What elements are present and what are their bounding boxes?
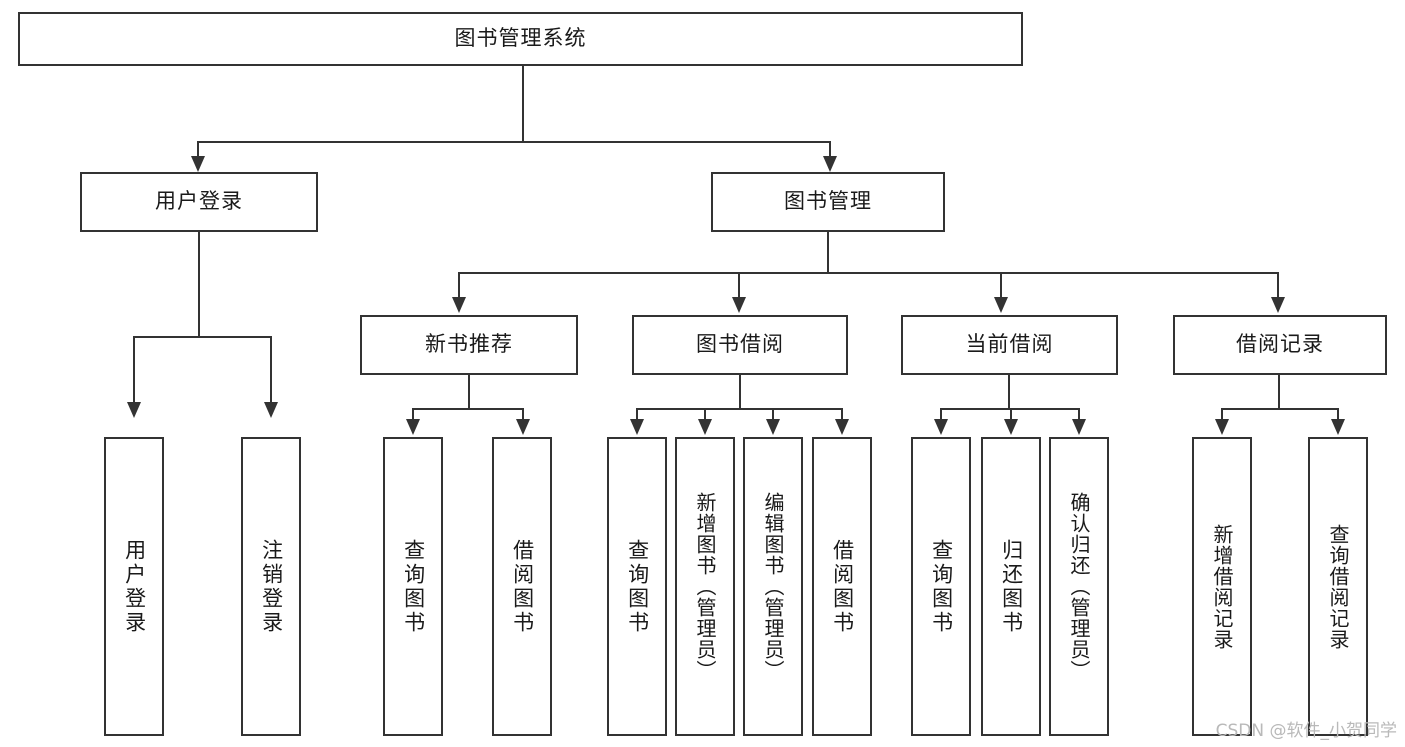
leaf-borrow-record-2[interactable]: 查询借阅记录 [1308,437,1368,736]
node-label: 新增借阅记录 [1210,523,1234,650]
node-label: 图书管理系统 [454,26,587,51]
node-label: 图书借阅 [696,332,784,357]
arrow-bb-leaf-1 [630,419,644,435]
arrow-bm-to-book-borrow [732,297,746,313]
connector-user-login-arm-2 [270,336,272,404]
connector-book-management-bar [458,272,1279,274]
connector-br-bar [1221,408,1338,410]
connector-nbr-arm-1 [412,408,414,421]
node-label: 借阅图书 [510,538,535,635]
connector-nbr-arm-2 [522,408,524,421]
arrow-br-leaf-2 [1331,419,1345,435]
node-label: 编辑图书（管理员） [761,492,785,681]
leaf-new-book-recommend-2[interactable]: 借阅图书 [492,437,552,736]
node-label: 图书管理 [784,189,872,214]
arrow-nbr-leaf-2 [516,419,530,435]
node-book-management[interactable]: 图书管理 [711,172,945,232]
connector-root-to-book-management [829,141,831,159]
connector-root-stem [522,66,524,142]
leaf-current-borrow-2[interactable]: 归还图书 [981,437,1041,736]
node-label: 查询图书 [401,538,426,635]
connector-bb-arm-1 [636,408,638,421]
connector-nbr-bar [412,408,524,410]
connector-bm-arm-4 [1277,272,1279,300]
arrow-bm-to-borrow-record [1271,297,1285,313]
node-root-book-management-system[interactable]: 图书管理系统 [18,12,1023,66]
connector-cb-arm-3 [1078,408,1080,421]
node-label: 新增图书（管理员） [693,492,717,681]
connector-br-arm-2 [1337,408,1339,421]
leaf-current-borrow-1[interactable]: 查询图书 [911,437,971,736]
node-label: 查询图书 [929,538,954,635]
node-current-borrow[interactable]: 当前借阅 [901,315,1118,375]
leaf-borrow-record-1[interactable]: 新增借阅记录 [1192,437,1252,736]
leaf-book-borrow-1[interactable]: 查询图书 [607,437,667,736]
node-label: 借阅记录 [1236,332,1324,357]
arrow-root-to-user-login [191,156,205,172]
connector-bb-bar [636,408,842,410]
node-label: 注销登录 [259,538,284,635]
node-label: 用户登录 [122,538,147,635]
watermark: CSDN @软件_小贺同学 [1215,721,1397,741]
leaf-user-login-1[interactable]: 用户登录 [104,437,164,736]
node-label: 用户登录 [155,189,243,214]
node-label: 查询图书 [625,538,650,635]
connector-nbr-stem [468,375,470,409]
node-label: 当前借阅 [965,332,1054,357]
connector-bm-arm-1 [458,272,460,300]
node-label: 借阅图书 [830,538,855,635]
arrow-bb-leaf-3 [766,419,780,435]
node-new-book-recommend[interactable]: 新书推荐 [360,315,578,375]
connector-user-login-arm-1 [133,336,135,404]
connector-user-login-stem [198,232,200,337]
connector-root-bar [197,141,831,143]
leaf-user-login-2[interactable]: 注销登录 [241,437,301,736]
arrow-user-login-leaf-2 [264,402,278,418]
connector-root-to-user-login [197,141,199,159]
connector-cb-arm-2 [1010,408,1012,421]
leaf-book-borrow-4[interactable]: 借阅图书 [812,437,872,736]
connector-bm-arm-3 [1000,272,1002,300]
arrow-br-leaf-1 [1215,419,1229,435]
node-label: 确认归还（管理员） [1067,492,1091,681]
connector-bb-arm-2 [704,408,706,421]
arrow-root-to-book-management [823,156,837,172]
connector-bb-stem [739,375,741,409]
leaf-new-book-recommend-1[interactable]: 查询图书 [383,437,443,736]
arrow-user-login-leaf-1 [127,402,141,418]
arrow-bm-to-new-book-recommend [452,297,466,313]
connector-br-stem [1278,375,1280,409]
node-user-login[interactable]: 用户登录 [80,172,318,232]
connector-cb-stem [1008,375,1010,409]
leaf-current-borrow-3[interactable]: 确认归还（管理员） [1049,437,1109,736]
connector-br-arm-1 [1221,408,1223,421]
arrow-bb-leaf-2 [698,419,712,435]
leaf-book-borrow-3[interactable]: 编辑图书（管理员） [743,437,803,736]
leaf-book-borrow-2[interactable]: 新增图书（管理员） [675,437,735,736]
node-borrow-record[interactable]: 借阅记录 [1173,315,1387,375]
arrow-bm-to-current-borrow [994,297,1008,313]
node-book-borrow[interactable]: 图书借阅 [632,315,848,375]
arrow-cb-leaf-2 [1004,419,1018,435]
arrow-cb-leaf-1 [934,419,948,435]
arrow-bb-leaf-4 [835,419,849,435]
connector-bb-arm-4 [841,408,843,421]
arrow-nbr-leaf-1 [406,419,420,435]
arrow-cb-leaf-3 [1072,419,1086,435]
connector-book-management-stem [827,232,829,273]
node-label: 归还图书 [999,538,1024,635]
connector-cb-arm-1 [940,408,942,421]
connector-bb-arm-3 [772,408,774,421]
connector-user-login-bar [133,336,272,338]
connector-bm-arm-2 [738,272,740,300]
node-label: 新书推荐 [425,332,513,357]
node-label: 查询借阅记录 [1326,523,1350,650]
